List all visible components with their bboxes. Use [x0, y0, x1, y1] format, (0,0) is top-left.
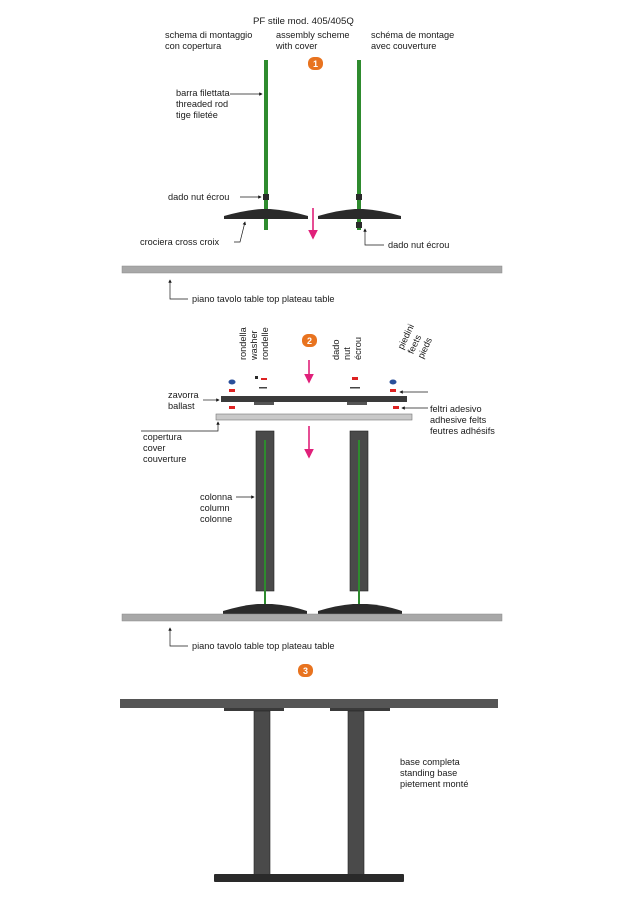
ballast-plate: [221, 396, 407, 402]
header-it-1: schema di montaggio: [165, 30, 252, 40]
column-label-fr: colonne: [200, 514, 232, 524]
washer-part-flat: [259, 387, 267, 389]
felts-label-it: feltri adesivo: [430, 404, 482, 414]
step-2-number: 2: [307, 336, 312, 346]
washer-label-it: rondella: [238, 326, 248, 360]
base-label-fr: pietement monté: [400, 779, 468, 789]
cross-base-right: [318, 209, 401, 219]
header-fr-2: avec couverture: [371, 41, 436, 51]
table-top-label-1: piano tavolo table top plateau table: [192, 294, 335, 304]
base-label-it: base completa: [400, 757, 461, 767]
assembled-base: [214, 874, 404, 882]
base-label-en: standing base: [400, 768, 457, 778]
header-it-2: con copertura: [165, 41, 222, 51]
assembled-plate-right: [330, 708, 390, 711]
cross-base-left: [224, 209, 308, 219]
nut-right-label: dado nut écrou: [388, 240, 449, 250]
threaded-rod-right: [357, 60, 361, 230]
cross-label: crociera cross croix: [140, 237, 220, 247]
nut-part-flat: [350, 387, 360, 389]
cover-plate: [215, 413, 413, 421]
column-right: [349, 430, 369, 610]
threaded-rod-left: [264, 60, 268, 230]
felt-right: [393, 406, 399, 409]
rod-label-en: threaded rod: [176, 99, 228, 109]
washer-part-red: [261, 378, 267, 380]
header-fr-1: schéma de montage: [371, 30, 454, 40]
felts-label-fr: feutres adhésifs: [430, 426, 495, 436]
table-top-leader-1: [168, 279, 188, 300]
ballast-label-en: ballast: [168, 401, 195, 411]
nut-right-lower: [356, 222, 362, 228]
nut-label-2-fr: écrou: [353, 337, 363, 360]
step-2-badge: 2: [302, 334, 317, 347]
foot-right-blue: [389, 379, 397, 385]
nut-left: [263, 194, 269, 200]
nut-part-red: [352, 377, 358, 380]
header-en-1: assembly scheme: [276, 30, 350, 40]
cover-label-fr: couverture: [143, 454, 186, 464]
ballast-label-it: zavorra: [168, 390, 200, 400]
nut-right-upper: [356, 194, 362, 200]
nut-label-2: dado nut écrou: [331, 337, 363, 360]
foot-left-blue: [228, 379, 236, 385]
cover-leader: [141, 421, 220, 432]
nut-label-2-en: nut: [342, 347, 352, 360]
cross-base-2-right: [318, 604, 402, 614]
step-3-number: 3: [303, 666, 308, 676]
header-en-2: with cover: [275, 41, 317, 51]
assembled-plate-left: [224, 708, 284, 711]
foot-right-red: [390, 389, 396, 392]
nut-left-label: dado nut écrou: [168, 192, 229, 202]
felt-left: [229, 406, 235, 409]
column-label-en: column: [200, 503, 230, 513]
assembled-table-top: [120, 699, 498, 708]
assembled-column-right: [347, 710, 365, 876]
column-label-it: colonna: [200, 492, 233, 502]
nut-right-leader: [363, 228, 384, 246]
assembled-column-left: [253, 710, 271, 876]
diagram-title: PF stile mod. 405/405Q: [253, 16, 354, 27]
washer-label: rondella washer rondelle: [238, 326, 270, 361]
cover-label-en: cover: [143, 443, 165, 453]
foot-left-red: [229, 389, 235, 392]
ballast-boss-right: [347, 402, 367, 405]
washer-label-fr: rondelle: [260, 327, 270, 360]
table-top-label-2: piano tavolo table top plateau table: [192, 641, 335, 651]
washer-label-en: washer: [249, 330, 259, 361]
step-1-badge: 1: [308, 57, 323, 70]
feet-label: piedini feets pieds: [396, 323, 434, 361]
step-1-number: 1: [313, 59, 318, 69]
nut-label-2-it: dado: [331, 340, 341, 360]
rod-label-fr: tige filetée: [176, 110, 218, 120]
table-top-1: [121, 265, 503, 274]
table-top-leader-2: [168, 627, 188, 647]
ballast-boss-left: [254, 402, 274, 405]
step-3-badge: 3: [298, 664, 313, 677]
cross-base-2-left: [223, 604, 307, 614]
cross-leader: [234, 221, 247, 243]
column-left: [255, 430, 275, 610]
table-top-2: [121, 613, 503, 622]
felts-label-en: adhesive felts: [430, 415, 487, 425]
rod-label-it: barra filettata: [176, 88, 231, 98]
cover-label-it: copertura: [143, 432, 183, 442]
washer-part: [255, 376, 258, 379]
